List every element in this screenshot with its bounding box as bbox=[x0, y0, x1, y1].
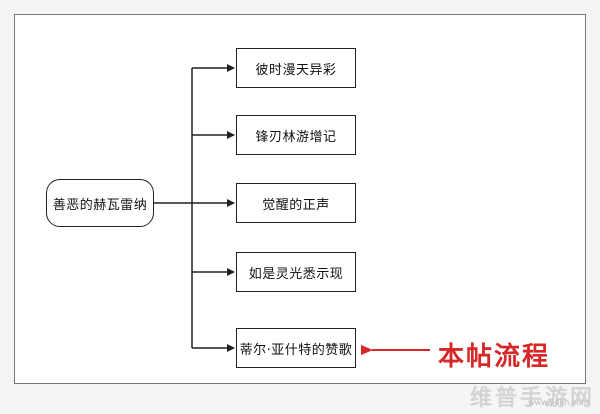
branch-node-label: 蒂尔·亚什特的赞歌 bbox=[239, 342, 353, 358]
branch-node-4: 如是灵光悉示现 bbox=[236, 252, 356, 292]
root-node-label: 善恶的赫瓦雷纳 bbox=[52, 197, 148, 213]
branch-node-5: 蒂尔·亚什特的赞歌 bbox=[236, 328, 356, 368]
branch-node-2: 锋刃林游增记 bbox=[236, 115, 356, 155]
root-node: 善恶的赫瓦雷纳 bbox=[46, 179, 154, 227]
branch-node-label: 彼时漫天异彩 bbox=[255, 62, 337, 78]
branch-node-3: 觉醒的正声 bbox=[236, 183, 356, 223]
branch-node-1: 彼时漫天异彩 bbox=[236, 48, 356, 88]
annotation-label: 本帖流程 bbox=[438, 342, 551, 372]
branch-node-label: 如是灵光悉示现 bbox=[248, 266, 344, 282]
branch-node-label: 锋刃林游增记 bbox=[255, 129, 337, 145]
watermark-url: www.94kn.com bbox=[528, 398, 589, 407]
watermark-logo: 维普手游网 bbox=[470, 386, 596, 411]
branch-node-label: 觉醒的正声 bbox=[262, 197, 330, 213]
